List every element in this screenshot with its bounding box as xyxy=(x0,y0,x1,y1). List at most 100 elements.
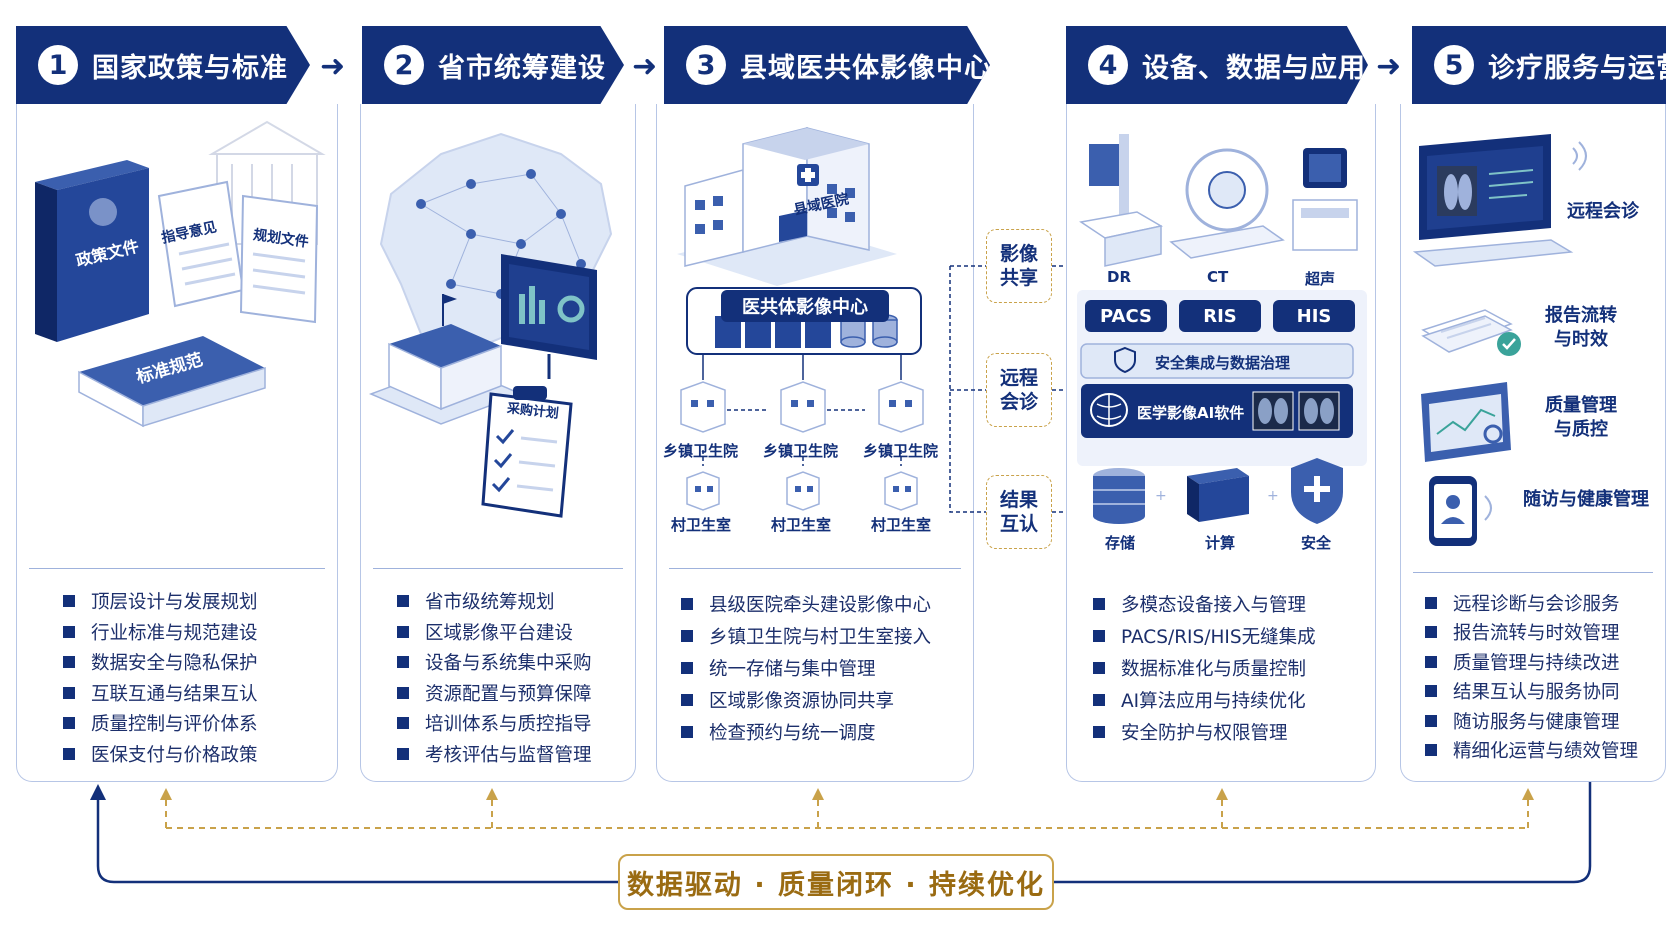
security-governance-label: 安全集成与数据治理 xyxy=(1155,354,1291,372)
list-item: 资源配置与预算保障 xyxy=(397,678,592,709)
village-label-2: 村卫生室 xyxy=(771,516,832,534)
security-shield-large-icon xyxy=(1291,458,1343,524)
ultrasound-device-icon xyxy=(1292,148,1358,251)
imaging-center-box: 医共体影像中心 xyxy=(721,290,889,322)
dashboard-monitor-icon xyxy=(501,254,597,379)
village-label-3: 村卫生室 xyxy=(871,516,932,534)
stage-4-header: 4 设备、数据与应用协同 xyxy=(1066,26,1368,104)
procurement-plan-clipboard-icon xyxy=(481,386,573,518)
ct-label: CT xyxy=(1207,268,1229,286)
stage-2-divider xyxy=(373,568,623,569)
navy-up-arrow-icon xyxy=(90,784,106,800)
list-item: PACS/RIS/HIS无缝集成 xyxy=(1093,620,1316,652)
township-clinic-icon xyxy=(680,381,924,433)
township-label-2: 乡镇卫生院 xyxy=(763,442,839,460)
list-item: 检查预约与统一调度 xyxy=(681,716,931,748)
stage-1-card: 政策文件 指导意见 规划文件 标准规范 顶层设计与发展规划 行业标准与规范建设 … xyxy=(16,104,338,782)
county-hospital-icon xyxy=(677,127,897,286)
mobile-followup-icon xyxy=(1429,476,1492,546)
devices-illustration: + + xyxy=(1077,134,1367,524)
stage-3-divider xyxy=(669,568,961,569)
standard-book-icon xyxy=(78,336,266,428)
township-label-3: 乡镇卫生院 xyxy=(863,442,939,460)
stage-1-bullets: 顶层设计与发展规划 行业标准与规范建设 数据安全与隐私保护 互联互通与结果互认 … xyxy=(63,586,258,769)
brain-ai-icon xyxy=(1090,393,1128,427)
stage-5-header: 5 诊疗服务与运营 xyxy=(1412,26,1672,104)
list-item: 考核评估与监督管理 xyxy=(397,739,592,770)
village-label-1: 村卫生室 xyxy=(671,516,732,534)
quality-dashboard-icon xyxy=(1421,382,1511,462)
list-item: 安全防护与权限管理 xyxy=(1093,716,1316,748)
svg-text:+: + xyxy=(1267,488,1279,504)
hub-line: 结果 xyxy=(999,489,1038,511)
stage-4-card: + + DR CT 超声 PACS RIS HIS 安全集成与数据治理 医学影像… xyxy=(1066,104,1376,782)
list-item: AI算法应用与持续优化 xyxy=(1093,684,1316,716)
stage-3-bullets: 县级医院牵头建设影像中心 乡镇卫生院与村卫生室接入 统一存储与集中管理 区域影像… xyxy=(681,588,931,748)
his-box: HIS xyxy=(1273,300,1355,332)
stage-3-title: 县域医共体影像中心 xyxy=(740,52,992,84)
list-item: 县级医院牵头建设影像中心 xyxy=(681,588,931,620)
list-item: 随访服务与健康管理 xyxy=(1425,706,1638,736)
policy-illustration xyxy=(35,120,326,428)
stage-2-bullets: 省市级统筹规划 区域影像平台建设 设备与系统集中采购 资源配置与预算保障 培训体… xyxy=(397,586,592,769)
hub-line: 远程 xyxy=(999,367,1038,389)
stage-4-title: 设备、数据与应用协同 xyxy=(1142,52,1422,84)
safety-label: 安全 xyxy=(1301,534,1332,552)
list-item: 区域影像平台建设 xyxy=(397,617,592,648)
ris-box: RIS xyxy=(1179,300,1261,332)
service-quality-control: 质量管理 与质控 xyxy=(1545,395,1617,440)
list-item: 精细化运营与绩效管理 xyxy=(1425,736,1638,766)
village-clinic-icon xyxy=(686,471,918,511)
hub-line: 互认 xyxy=(999,513,1038,535)
plan-doc-icon xyxy=(239,194,319,324)
hub-line: 影像 xyxy=(999,243,1038,265)
government-building-icon xyxy=(368,294,524,425)
list-item: 设备与系统集中采购 xyxy=(397,647,592,678)
region-illustration xyxy=(368,132,613,518)
township-label-1: 乡镇卫生院 xyxy=(663,442,739,460)
stage-5-divider xyxy=(1413,572,1653,573)
hub-result-recognition: 结果 互认 xyxy=(986,475,1052,549)
bottom-slogan-banner: 数据驱动 · 质量闭环 · 持续优化 xyxy=(618,854,1054,910)
list-item: 统一存储与集中管理 xyxy=(681,652,931,684)
stage-5-card: 远程会诊 报告流转 与时效 质量管理 与质控 随访与健康管理 远程诊断与会诊服务… xyxy=(1400,104,1666,782)
ultrasound-label: 超声 xyxy=(1305,270,1336,288)
security-shield-icon xyxy=(1114,346,1136,374)
stage-3-header: 3 县域医共体影像中心 xyxy=(664,26,990,104)
list-item: 质量管理与持续改进 xyxy=(1425,647,1638,677)
list-item: 互联互通与结果互认 xyxy=(63,678,258,709)
dr-label: DR xyxy=(1107,268,1132,286)
stage-2-header: 2 省市统筹建设 xyxy=(362,26,624,104)
list-item: 数据标准化与质量控制 xyxy=(1093,652,1316,684)
stage-1-divider xyxy=(29,568,325,569)
stage-3-number: 3 xyxy=(686,45,726,85)
gold-up-arrow-icons xyxy=(160,788,1534,800)
arrow-1-2-icon: ➜ xyxy=(320,49,346,84)
stage-5-bullets: 远程诊断与会诊服务 报告流转与时效管理 质量管理与持续改进 结果互认与服务协同 … xyxy=(1425,588,1638,765)
pacs-box: PACS xyxy=(1085,300,1167,332)
list-item: 医保支付与价格政策 xyxy=(63,739,258,770)
guideline-doc-icon xyxy=(157,180,245,308)
stage-1-title: 国家政策与标准 xyxy=(92,52,288,84)
stage-5-title: 诊疗服务与运营 xyxy=(1488,52,1672,84)
xray-thumbnail-icon xyxy=(1252,391,1340,431)
hub-line: 会诊 xyxy=(999,391,1038,413)
remote-consultation-monitor-icon xyxy=(1412,134,1587,267)
compute-label: 计算 xyxy=(1205,534,1236,552)
stage-4-bullets: 多模态设备接入与管理 PACS/RIS/HIS无缝集成 数据标准化与质量控制 A… xyxy=(1093,588,1316,748)
list-item: 培训体系与质控指导 xyxy=(397,708,592,739)
list-item: 行业标准与规范建设 xyxy=(63,617,258,648)
arrow-4-5-icon: ➜ xyxy=(1376,49,1402,84)
stage-5-number: 5 xyxy=(1434,45,1474,85)
svg-text:+: + xyxy=(1155,488,1167,504)
list-item: 质量控制与评价体系 xyxy=(63,708,258,739)
stage-2-title: 省市统筹建设 xyxy=(438,52,606,84)
service-followup: 随访与健康管理 xyxy=(1523,489,1649,510)
list-item: 顶层设计与发展规划 xyxy=(63,586,258,617)
list-item: 远程诊断与会诊服务 xyxy=(1425,588,1638,618)
list-item: 多模态设备接入与管理 xyxy=(1093,588,1316,620)
service-report-flow: 报告流转 与时效 xyxy=(1545,305,1617,350)
storage-icon xyxy=(1093,468,1145,524)
